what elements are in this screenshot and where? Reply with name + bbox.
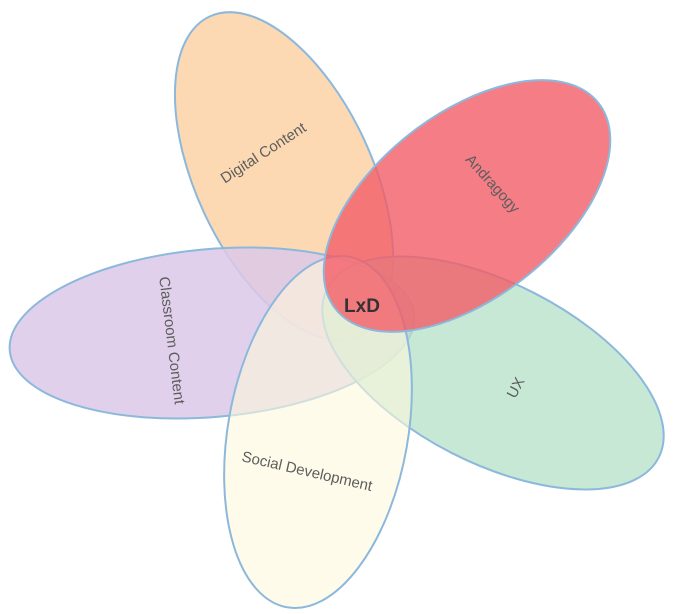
petal-andragogy	[322, 79, 612, 333]
label-center-lxd: LxD	[344, 296, 380, 317]
